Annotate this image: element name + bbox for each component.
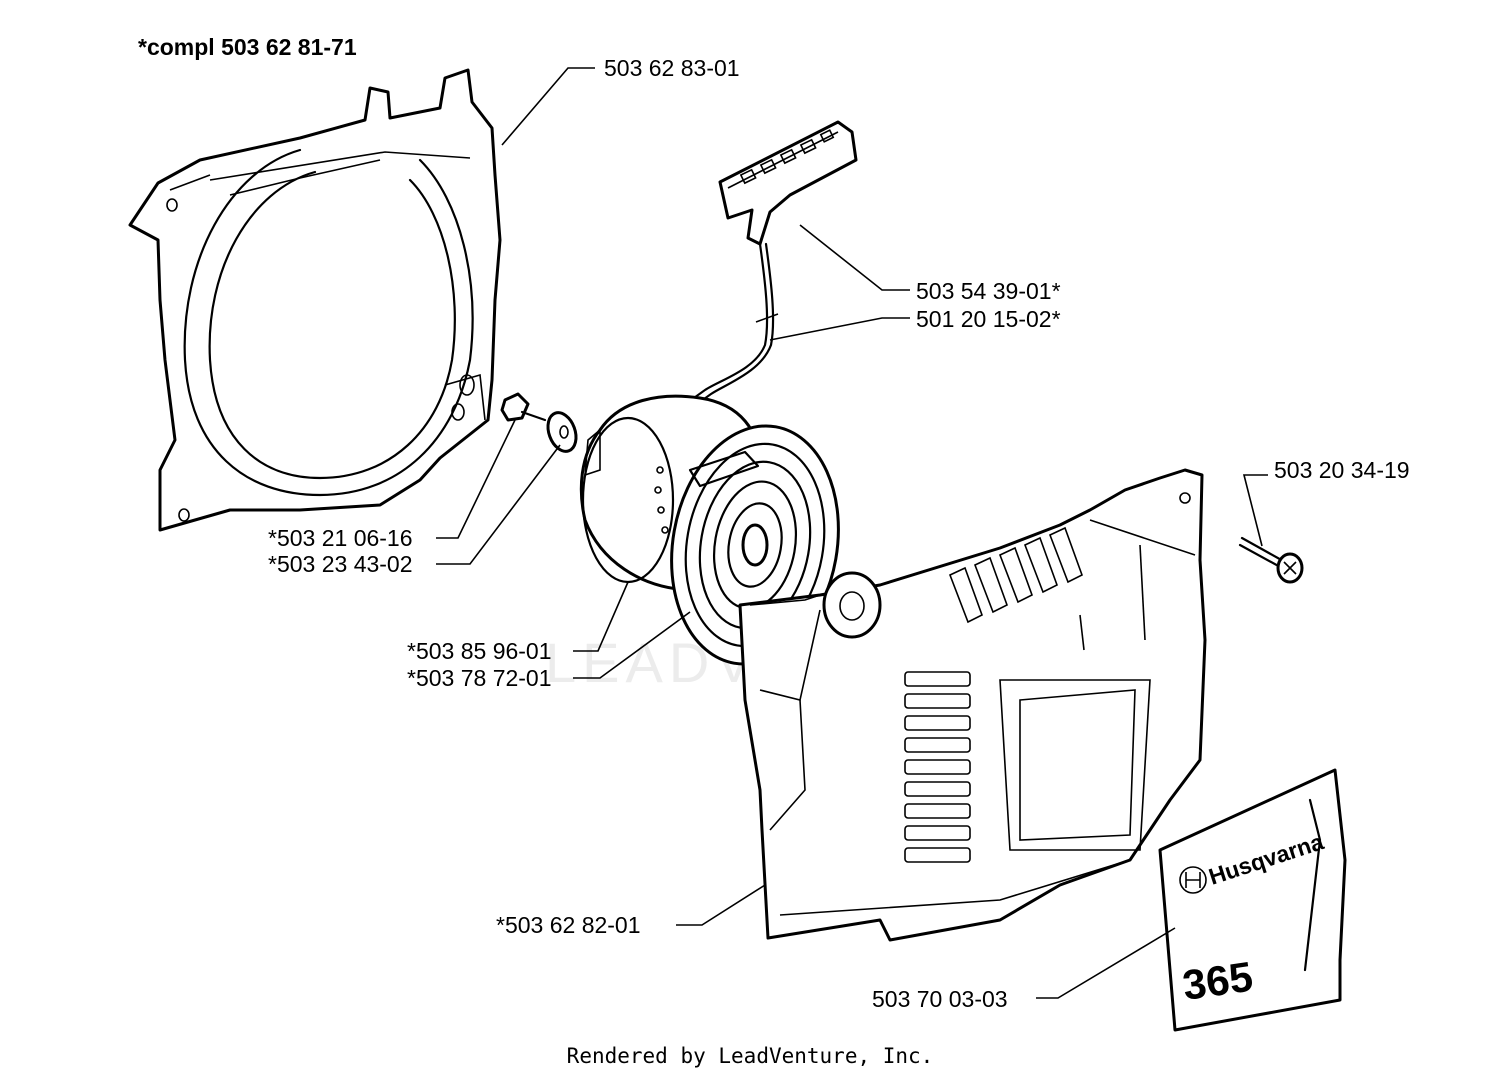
side-vent-slots bbox=[904, 671, 971, 863]
decal-drawing: Husqvarna 365 bbox=[1158, 768, 1347, 1032]
pulley-screw-drawing bbox=[500, 392, 547, 422]
assembly-title: *compl 503 62 81-71 bbox=[138, 34, 357, 60]
decal-model: 365 bbox=[1180, 953, 1256, 1009]
fan-housing-drawing bbox=[128, 68, 502, 532]
washer-drawing bbox=[546, 411, 578, 453]
starter-handle-drawing bbox=[718, 120, 858, 246]
part-label-starter-handle: 503 54 39-01* bbox=[916, 278, 1061, 304]
top-vent-slots bbox=[948, 526, 1083, 624]
part-label-cover-screw: 503 20 34-19 bbox=[1274, 457, 1410, 483]
part-label-decal: 503 70 03-03 bbox=[872, 986, 1008, 1012]
part-label-starter-cord: 501 20 15-02* bbox=[916, 306, 1061, 332]
husqvarna-logo-icon bbox=[1179, 866, 1207, 894]
part-label-recoil-spring: *503 78 72-01 bbox=[407, 665, 552, 691]
part-label-fan-housing: 503 62 83-01 bbox=[604, 55, 740, 81]
footer-credit: Rendered by LeadVenture, Inc. bbox=[567, 1044, 934, 1068]
starter-cover-drawing bbox=[738, 468, 1207, 942]
part-label-starter-cover: *503 62 82-01 bbox=[496, 912, 641, 938]
leader-lines bbox=[436, 67, 1268, 999]
part-label-rope-pulley: *503 85 96-01 bbox=[407, 638, 552, 664]
part-label-pulley-screw: *503 21 06-16 bbox=[268, 525, 413, 551]
cover-screw-drawing bbox=[1238, 536, 1304, 584]
part-label-washer: *503 23 43-02 bbox=[268, 551, 413, 577]
